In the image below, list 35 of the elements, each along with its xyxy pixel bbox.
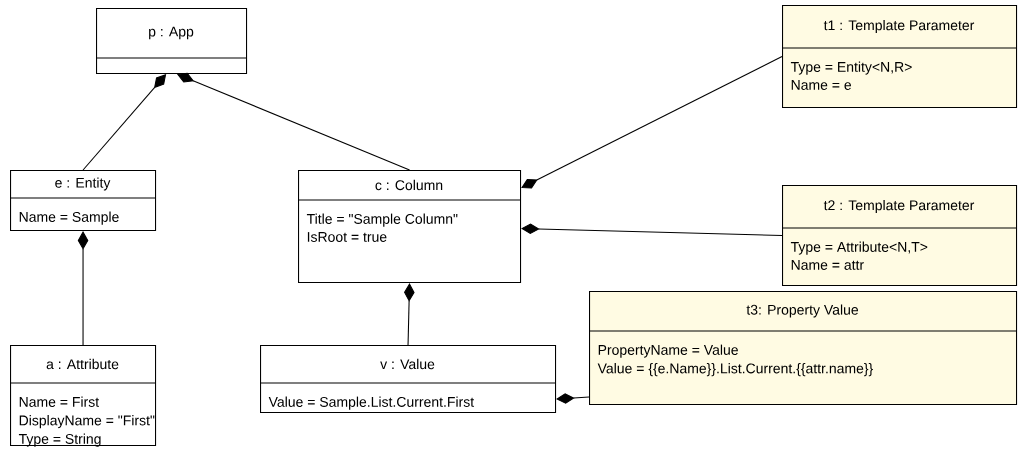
attribute-text: PropertyName = Value xyxy=(598,344,738,358)
composition-line xyxy=(77,231,89,346)
object-box xyxy=(259,345,557,414)
attribute-text: DisplayName = "First" xyxy=(19,415,155,429)
object-name: v : Value xyxy=(380,358,435,370)
object-name: a : Attribute xyxy=(46,358,119,370)
attribute-text: Name = e xyxy=(791,80,852,90)
attribute-text: Title = "Sample Column" xyxy=(306,213,458,227)
composition-line xyxy=(556,393,590,404)
attribute-text: Name = attr xyxy=(791,260,864,270)
object-name: t2 : Template Parameter xyxy=(823,200,975,214)
composition-line xyxy=(521,223,783,237)
object-box xyxy=(9,170,157,232)
attribute-text: Type = Entity<N,R> xyxy=(790,61,912,75)
attribute-text: IsRoot = true xyxy=(307,232,387,242)
attribute-text: Name = Sample xyxy=(19,211,119,225)
composition-line xyxy=(521,56,783,189)
object-box xyxy=(781,185,1018,287)
composition-line xyxy=(404,283,415,346)
object-name: t3: Property Value xyxy=(746,304,859,318)
attribute-text: Type = String xyxy=(18,433,101,447)
object-name: p : App xyxy=(149,26,194,40)
object-box xyxy=(9,345,157,447)
object-name: t1 : Template Parameter xyxy=(823,20,975,34)
object-box xyxy=(588,291,1018,406)
object-name: c : Column xyxy=(375,179,443,191)
object-box xyxy=(95,8,248,75)
attribute-text: Name = First xyxy=(19,396,99,407)
composition-line xyxy=(82,74,167,171)
attribute-text: Type = Attribute<N,T> xyxy=(790,241,928,255)
object-box xyxy=(297,170,522,284)
object-name: e : Entity xyxy=(55,177,111,191)
attribute-text: Value = Sample.List.Current.First xyxy=(268,396,474,410)
attribute-text: Value = {{e.Name}}.List.Current.{{attr.name}} xyxy=(597,363,873,377)
object-box xyxy=(781,5,1018,109)
